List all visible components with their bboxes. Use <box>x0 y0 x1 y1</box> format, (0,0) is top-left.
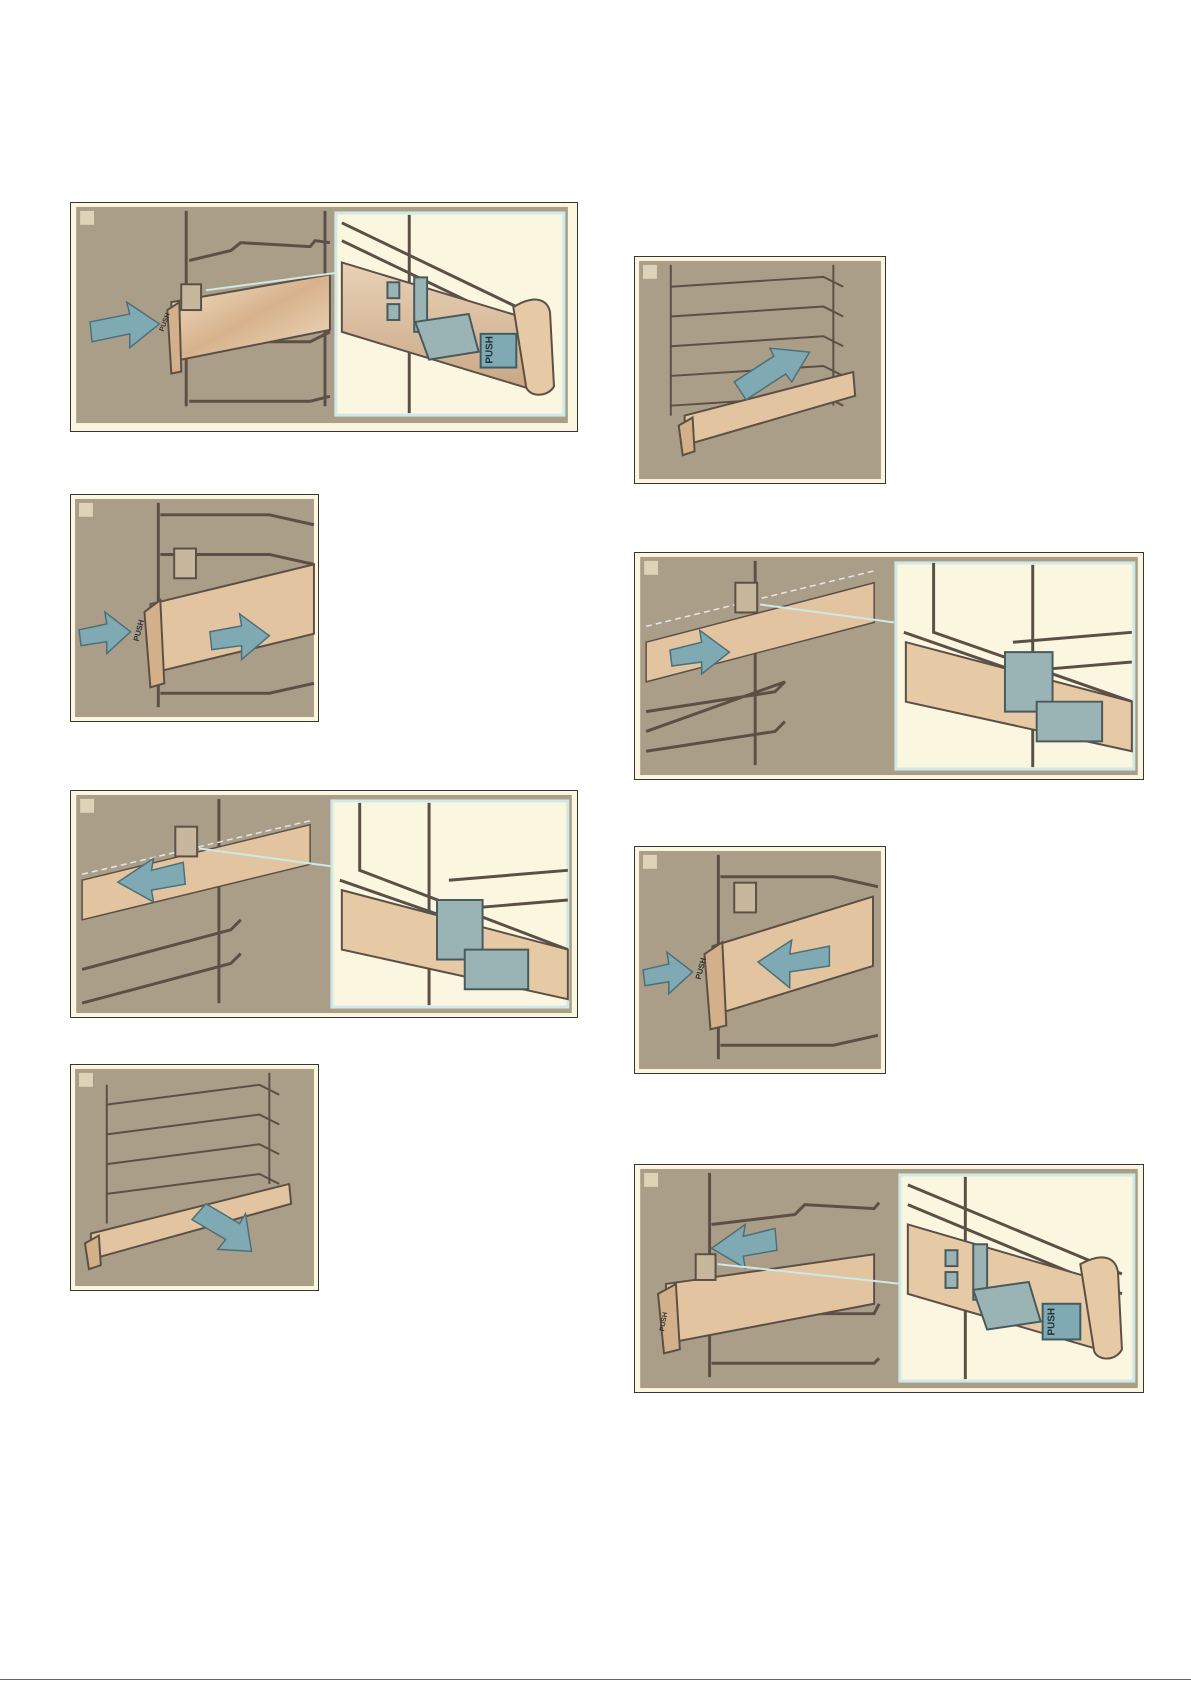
zoom-push-label: PUSH <box>485 336 496 364</box>
figure-5-illustration <box>71 791 577 1017</box>
figure-4-illustration <box>635 553 1143 779</box>
figure-3-illustration: PUSH <box>71 495 318 721</box>
figure-3: PUSH <box>70 494 319 722</box>
figure-1-illustration: PUSH PUSH <box>71 203 577 431</box>
figure-1: PUSH PUSH <box>70 202 578 432</box>
zoom-push-label: PUSH <box>1047 1308 1058 1336</box>
figure-2-illustration <box>635 257 885 483</box>
figure-6: PUSH <box>634 846 886 1074</box>
page-bottom-rule <box>0 1679 1191 1680</box>
figure-4 <box>634 552 1144 780</box>
figure-8-illustration: PUSH PUSH <box>635 1165 1143 1392</box>
figure-7-illustration <box>71 1065 318 1290</box>
figure-5 <box>70 790 578 1018</box>
figure-8: PUSH PUSH <box>634 1164 1144 1393</box>
figure-7 <box>70 1064 319 1291</box>
figure-2 <box>634 256 886 484</box>
figure-6-illustration: PUSH <box>635 847 885 1073</box>
